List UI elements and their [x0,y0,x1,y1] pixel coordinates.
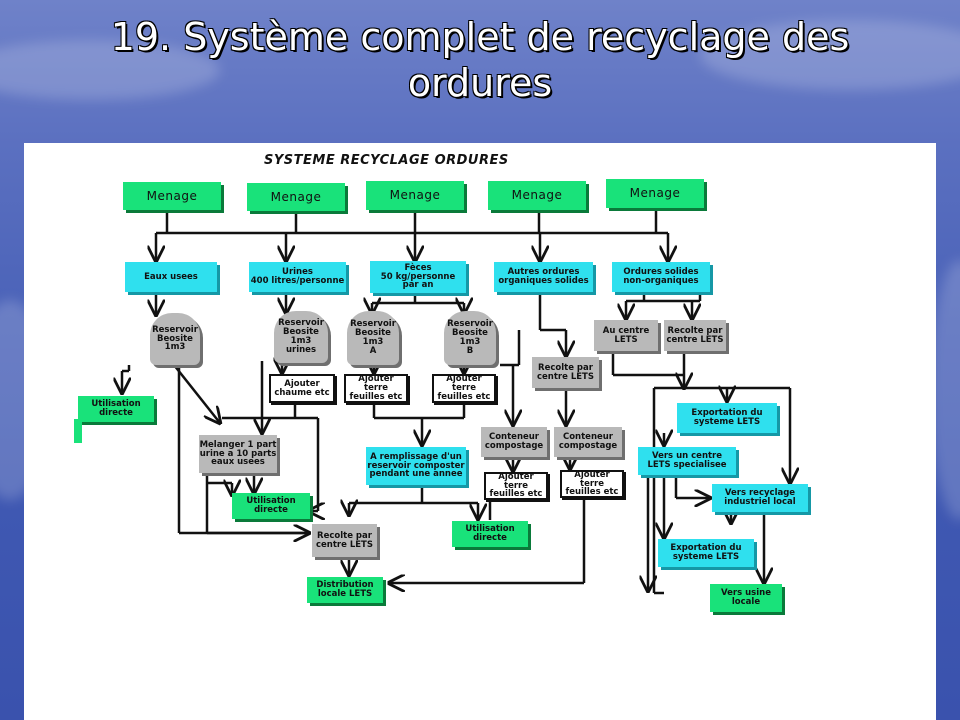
conteneur-compostage-2-box: Conteneur compostage [554,427,622,457]
autres-ordures-box: Autres ordures organiques solides [494,262,593,292]
au-centre-lets-box: Au centre LETS [594,320,658,351]
reservoir-urines: Reservoir Beosite 1m3 urines [274,311,328,363]
recolte-centre-lets-mid-box: Recolte par centre LETS [532,357,599,388]
exportation-1-box: Exportation du systeme LETS [677,403,777,433]
reservoir-a: Reservoir Beosite 1m3 A [347,311,399,365]
vers-recyclage-box: Vers recyclage industriel local [712,484,808,512]
utilisation-directe-1-box: Utilisation directe [78,396,154,422]
utilisation-directe-1-tab [74,419,82,443]
feces-box: Fèces 50 kg/personne par an [370,261,466,293]
utilisation-directe-2-box: Utilisation directe [232,493,310,519]
menage-box-2: Menage [247,183,345,211]
vers-usine-box: Vers usine locale [710,584,782,612]
slide-title-line-2: ordures [407,61,553,105]
ordures-solides-box: Ordures solides non-organiques [612,262,710,292]
connector-lines [24,209,936,595]
ajouter-chaume-box: Ajouter chaume etc [269,374,335,403]
ajouter-terre-c-box: Ajouter terre feuilles etc [484,472,548,500]
melanger-box: Melanger 1 part urine a 10 parts eaux us… [199,435,277,473]
slide-title-line-1: 19. Système complet de recyclage des [110,15,850,59]
menage-box-1: Menage [123,182,221,210]
urines-box: Urines 400 litres/personne [249,262,346,292]
menage-box-4: Menage [488,181,586,210]
utilisation-directe-3-box: Utilisation directe [452,521,528,547]
diagram-title: SYSTEME RECYCLAGE ORDURES [264,153,509,168]
distribution-locale-box: Distribution locale LETS [307,577,383,603]
background-highlight [0,40,220,100]
reservoir-b: Reservoir Beosite 1m3 B [444,311,496,365]
recolte-centre-lets-top-box: Recolte par centre LETS [664,320,726,351]
ajouter-terre-a-box: Ajouter terre feuilles etc [344,374,408,403]
connector-line [173,364,220,423]
vers-centre-lets-box: Vers un centre LETS specialisee [638,447,736,475]
eaux-usees-box: Eaux usees [125,262,217,292]
menage-box-5: Menage [606,179,704,208]
reservoir-beosite: Reservoir Beosite 1m3 [150,313,200,365]
a-remplissage-box: A remplissage d'un reservoir composter p… [366,447,466,485]
exportation-2-box: Exportation du systeme LETS [658,539,754,567]
ajouter-terre-b-box: Ajouter terre feuilles etc [432,374,496,403]
slide-title: 19. Système complet de recyclage des ord… [0,14,960,106]
ajouter-terre-d-box: Ajouter terre feuilles etc [560,470,624,498]
background-highlight [700,20,960,90]
menage-box-3: Menage [366,181,464,210]
recolte-centre-lets-bottom-box: Recolte par centre LETS [312,524,377,557]
conteneur-compostage-1-box: Conteneur compostage [481,427,547,457]
diagram-canvas: SYSTEME RECYCLAGE ORDURES Menage Menage … [24,143,936,720]
